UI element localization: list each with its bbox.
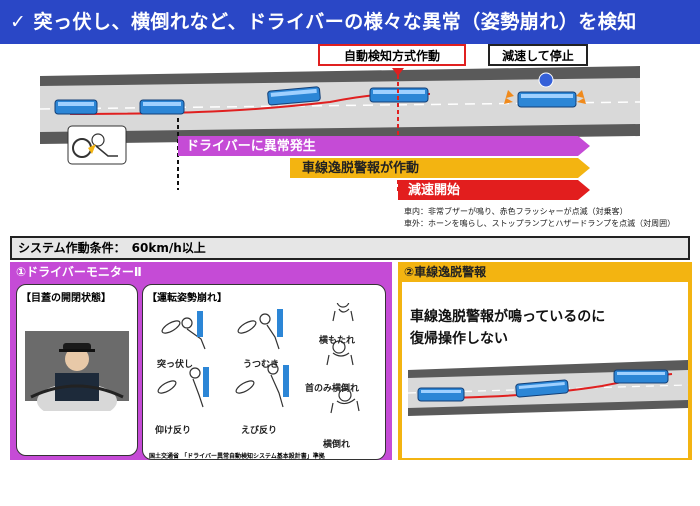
posture-leanback-icon xyxy=(157,367,209,408)
lane-warning-arrow-shape xyxy=(290,158,590,178)
posture-label-neck-tilt: 首のみ横倒れ xyxy=(305,384,360,394)
decelerate-stop-callout: 減速して停止 xyxy=(488,44,588,66)
abnormal-label: ドライバーに異常発生 xyxy=(186,139,316,154)
lane-bus-3-icon xyxy=(613,369,669,384)
detect-marker-arrow xyxy=(392,68,404,76)
alert-burst-icon xyxy=(88,144,96,154)
posture-leanside-icon xyxy=(332,303,354,322)
posture-label-leanside: 横もたれ xyxy=(319,336,356,346)
posture-lookdown-icon xyxy=(237,309,283,350)
timeline-arrows xyxy=(178,136,590,200)
lane-warning-header: ②車線逸脱警報 xyxy=(404,265,487,279)
posture-title: 【運転姿勢崩れ】 xyxy=(147,293,227,304)
posture-box: 【運転姿勢崩れ】 xyxy=(142,284,386,460)
eyelid-box: 【目蓋の開閉状態】 xyxy=(16,284,138,456)
posture-archback-icon xyxy=(235,363,289,408)
title-text: ✓ 突っ伏し、横倒れなど、ドライバーの様々な異常（姿勢崩れ）を検知 xyxy=(10,11,637,33)
siren-icon xyxy=(538,72,554,88)
condition-bar: システム作動条件： 60km/h以上 xyxy=(10,236,690,260)
lane-warning-label: 車線逸脱警報が作動 xyxy=(302,161,420,176)
lane-departure-illustration xyxy=(407,360,688,416)
posture-label-leanback: 仰け反り xyxy=(155,426,192,436)
posture-label-lookdown: うつむき xyxy=(243,360,280,370)
posture-label-archback: えび反り xyxy=(241,426,278,436)
posture-label-slump: 突っ伏し xyxy=(157,360,194,370)
lane-warning-line2: 復帰操作しない xyxy=(410,331,508,347)
bus-1-icon xyxy=(54,99,98,115)
lane-warning-text: 車線逸脱警報が鳴っているのに 復帰操作しない xyxy=(410,306,605,350)
notes-block: 車内：非常ブザーが鳴り、赤色フラッシャーが点滅（対乗客） 車外：ホーンを鳴らし、… xyxy=(404,206,675,230)
posture-slump-icon xyxy=(161,311,206,350)
lane-warning-line1: 車線逸脱警報が鳴っているのに xyxy=(410,309,606,325)
lane-bus-1-icon xyxy=(417,387,465,402)
road-lane xyxy=(40,78,640,132)
bus-5-icon xyxy=(517,91,577,108)
auto-detect-callout: 自動検知方式作動 xyxy=(318,44,466,66)
bus-3-icon xyxy=(267,86,321,106)
hazard-flash-right-icon xyxy=(576,90,586,104)
lane-warning-body: 車線逸脱警報が鳴っているのに 復帰操作しない xyxy=(402,282,688,458)
note-inside: 車内：非常ブザーが鳴り、赤色フラッシャーが点滅（対乗客） xyxy=(404,207,628,216)
abnormal-arrow-shape xyxy=(178,136,590,156)
condition-text: システム作動条件： 60km/h以上 xyxy=(18,241,206,255)
eyelid-title: 【目蓋の開閉状態】 xyxy=(21,293,111,304)
road-illustration xyxy=(39,66,641,194)
decelerate-stop-label: 減速して停止 xyxy=(502,49,574,63)
decel-start-label: 減速開始 xyxy=(408,183,461,198)
posture-illustrations xyxy=(157,303,360,414)
note-outside: 車外：ホーンを鳴らし、ストップランプとハザードランプを点滅（対周囲） xyxy=(404,219,676,228)
hazard-flash-left-icon xyxy=(504,90,514,104)
driver-head-icon xyxy=(91,133,105,147)
auto-detect-label: 自動検知方式作動 xyxy=(343,49,440,63)
posture-neck-tilt-icon xyxy=(326,340,354,366)
title-banner: ✓ 突っ伏し、横倒れなど、ドライバーの様々な異常（姿勢崩れ）を検知 xyxy=(0,0,700,44)
bus-2-icon xyxy=(139,99,185,115)
posture-fall-side-icon xyxy=(330,388,360,414)
driver-photo xyxy=(25,331,129,411)
driver-monitor-header: ①ドライバーモニターⅡ xyxy=(16,265,142,279)
lane-bus-2-icon xyxy=(515,379,569,398)
source-note: 国土交通省 「ドライバー異常自動検知システム基本設計書」準拠 xyxy=(149,453,325,460)
decel-arrow-shape xyxy=(398,180,590,200)
posture-label-fall-side: 横倒れ xyxy=(323,440,351,450)
